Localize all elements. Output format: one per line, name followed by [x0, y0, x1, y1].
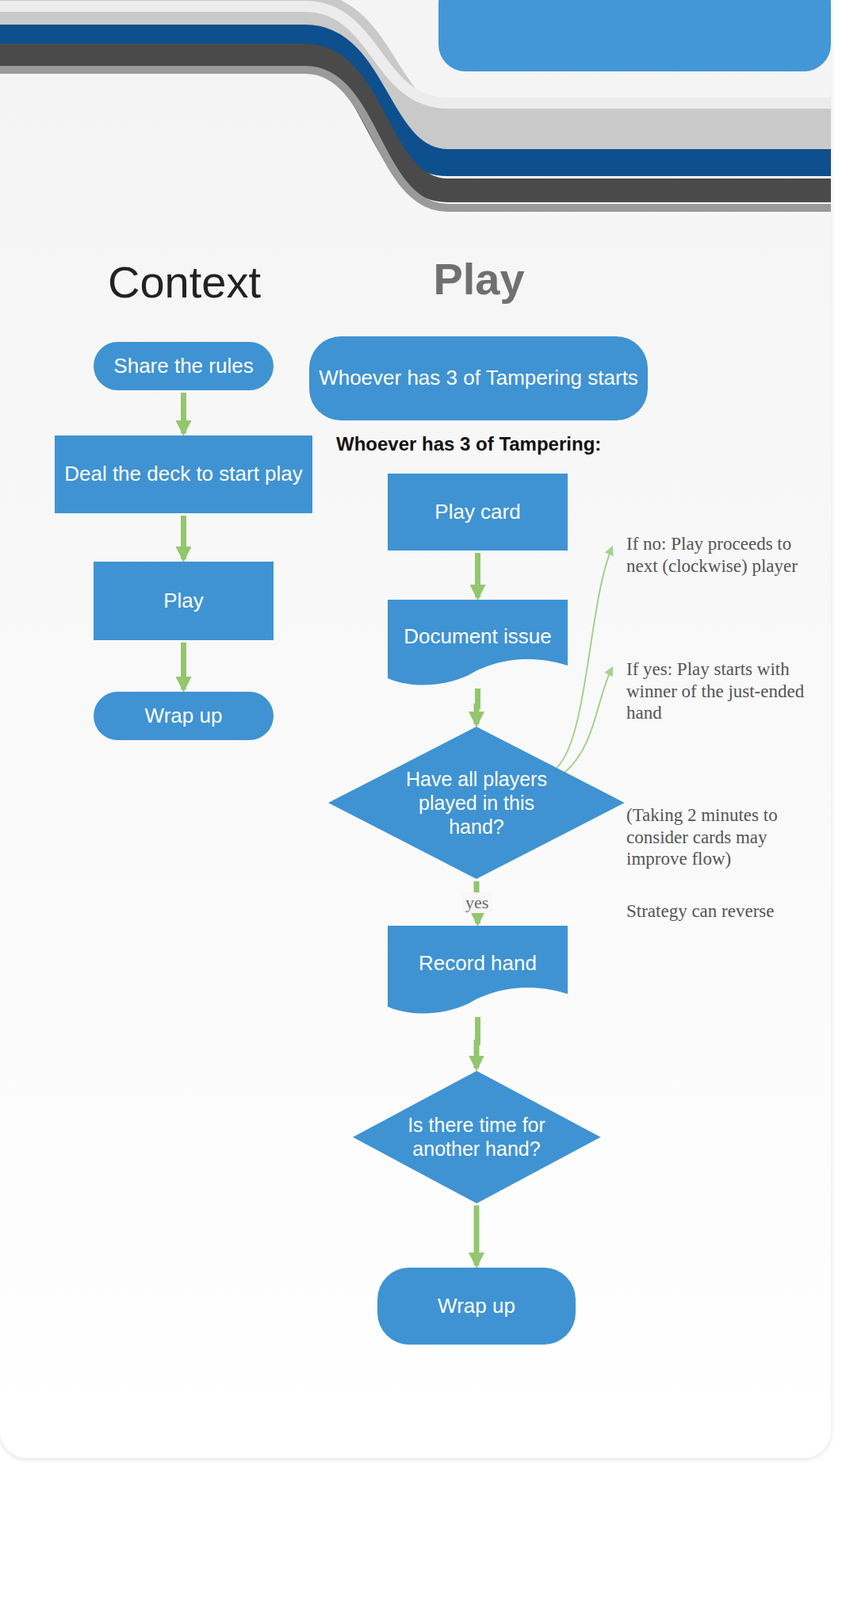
node-text: Record hand [418, 950, 537, 976]
shape-fill [328, 726, 625, 879]
flow-arrow [180, 515, 187, 559]
terminator-pill: Wrap up [377, 1266, 576, 1344]
header-swoosh [0, 0, 842, 238]
annotation-note: If yes: Play starts with winner of the j… [626, 658, 805, 724]
process-box: Deal the deck to start play [54, 435, 313, 513]
annotation-note: Strategy can reverse [626, 899, 825, 923]
annotation-note: (Taking 2 minutes to consider cards may … [626, 803, 817, 870]
document-shape: Record hand [387, 925, 568, 1015]
column-heading: Context [107, 255, 314, 309]
section-label: Whoever has 3 of Tampering: [336, 432, 670, 456]
flow-arrow [473, 1205, 479, 1266]
shape-fill [352, 1070, 601, 1203]
swoosh-band [0, 55, 831, 191]
edge-label: yes [462, 891, 492, 913]
node-text: Have all players played in this hand? [401, 766, 552, 839]
node-text: Document issue [403, 623, 552, 649]
node-text: Is there time for another hand? [401, 1112, 552, 1160]
flow-arrow [180, 642, 187, 689]
decision-diamond: Have all players played in this hand? [328, 726, 625, 879]
column-heading: Play [375, 252, 582, 306]
flow-arrow [180, 392, 187, 433]
decision-diamond: Is there time for another hand? [352, 1070, 601, 1203]
terminator-pill: Wrap up [93, 691, 274, 740]
flow-arrow [474, 552, 481, 598]
node-text: Share the rules [113, 353, 253, 379]
document-shape: Document issue [387, 599, 568, 686]
swoosh-band [0, 69, 831, 208]
flow-arrow [476, 688, 479, 724]
shape-fill [387, 599, 568, 686]
node-text: Play card [434, 499, 521, 525]
process-box: Play [93, 561, 274, 640]
node-text: Deal the deck to start play [64, 461, 303, 487]
terminator-pill: Whoever has 3 of Tampering starts [309, 336, 648, 421]
flow-arrow [476, 1016, 479, 1068]
shape-fill [387, 925, 568, 1014]
header-panel [438, 0, 831, 72]
shape-outline [352, 1070, 601, 1203]
node-text: Whoever has 3 of Tampering starts [318, 365, 639, 391]
node-text: Wrap up [145, 703, 223, 728]
leader-line [564, 667, 613, 773]
annotation-note: If no: Play proceeds to next (clockwise)… [626, 532, 821, 577]
process-box: Play card [387, 473, 568, 551]
node-text: Wrap up [437, 1293, 516, 1318]
terminator-pill: Share the rules [93, 341, 274, 391]
node-text: Play [163, 588, 204, 613]
